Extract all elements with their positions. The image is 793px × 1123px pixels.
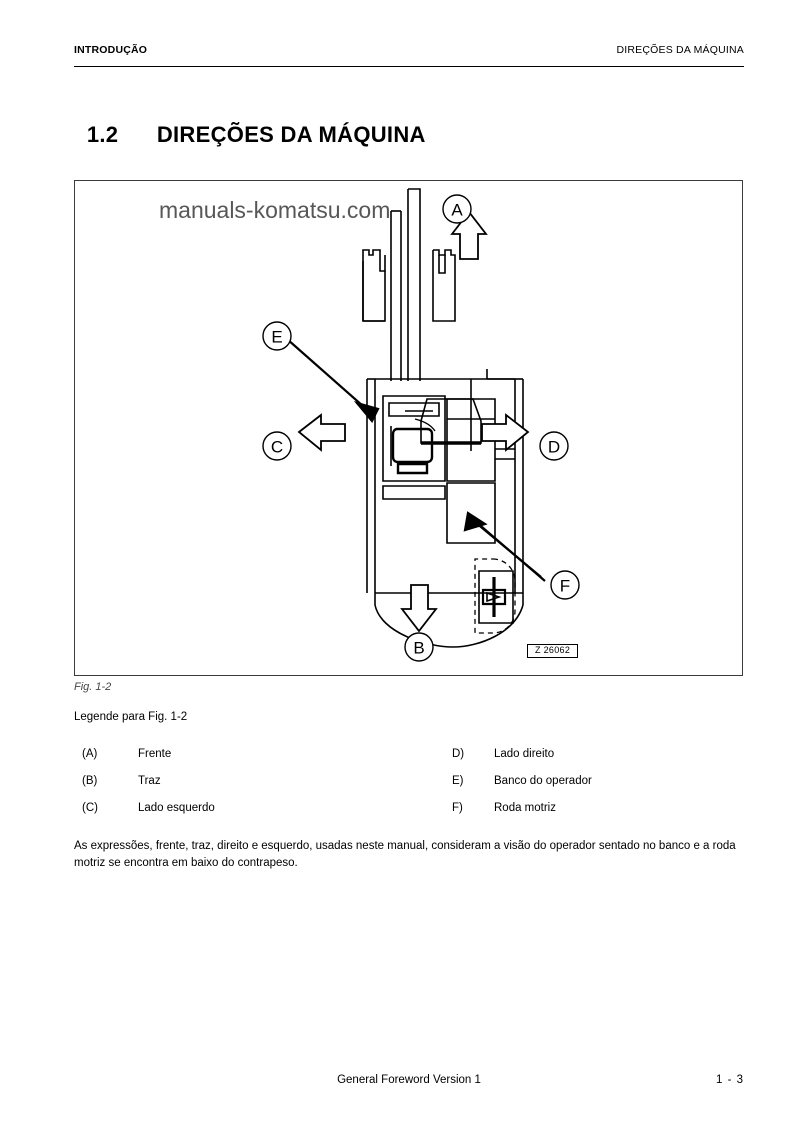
watermark-text: manuals-komatsu.com <box>159 197 391 223</box>
figure-container: manuals-komatsu.com <box>74 180 743 676</box>
leader-line-seat <box>286 338 380 423</box>
callout-circle-B <box>404 632 434 662</box>
legend-key: (B) <box>82 775 98 787</box>
callout-circle-E <box>262 321 292 351</box>
page-footer: General Foreword Version 1 1 - 3 <box>74 1074 744 1090</box>
legend-key: F) <box>452 802 463 814</box>
section-title-text: DIREÇÕES DA MÁQUINA <box>156 122 426 147</box>
callout-label-E: E <box>271 328 282 347</box>
table-row: (B) Traz E) Banco do operador <box>74 775 744 802</box>
legend-value: Lado esquerdo <box>138 802 215 814</box>
page-title: 1.2 DIREÇÕES DA MÁQUINA <box>74 96 426 148</box>
callout-label-C: C <box>271 438 283 457</box>
mast-base <box>420 398 482 445</box>
legend-table: (A) Frente D) Lado direito (B) Traz E) B… <box>74 748 744 829</box>
legend-value: Lado direito <box>494 748 555 760</box>
footer-document-title: General Foreword Version 1 <box>337 1074 481 1086</box>
arrow-down-rear <box>400 584 438 633</box>
callout-label-A: A <box>451 201 463 220</box>
legend-key: (C) <box>82 802 98 814</box>
machine-body <box>366 369 524 648</box>
arrow-up-front <box>450 210 488 260</box>
callout-label-B: B <box>413 639 424 658</box>
legend-value: Traz <box>138 775 161 787</box>
drawing-reference-code: Z 26062 <box>527 644 579 658</box>
footer-page-number: 1 - 3 <box>715 1074 744 1086</box>
centre-console <box>446 398 496 482</box>
callout-label-F: F <box>560 577 570 596</box>
legend-value: Banco do operador <box>494 775 592 787</box>
mast-assembly <box>390 188 421 381</box>
header-divider-rule <box>74 66 744 67</box>
table-row: (A) Frente D) Lado direito <box>74 748 744 775</box>
legend-value: Frente <box>138 748 172 760</box>
callout-circle-F <box>550 570 580 600</box>
arrow-right-side <box>481 413 530 452</box>
callout-circle-D <box>539 431 569 461</box>
legend-heading: Legende para Fig. 1-2 <box>74 711 188 723</box>
callout-circle-A <box>442 194 472 224</box>
legend-value: Roda motriz <box>494 802 556 814</box>
legend-key: E) <box>452 775 464 787</box>
legend-key: D) <box>452 748 465 760</box>
section-number: 1.2 <box>86 122 119 147</box>
seat-backrest-hint <box>414 418 436 432</box>
callout-label-D: D <box>548 438 560 457</box>
arrow-left-side <box>297 413 346 452</box>
figure-caption: Fig. 1-2 <box>74 681 112 693</box>
deck-plates <box>382 448 515 544</box>
machine-direction-diagram: A B C D E F <box>262 188 580 662</box>
operator-seat <box>391 427 434 475</box>
header-left-title: INTRODUÇÃO <box>74 44 148 56</box>
legend-key: (A) <box>82 748 98 760</box>
operator-compartment <box>382 395 446 482</box>
header-right-title: DIREÇÕES DA MÁQUINA <box>616 44 744 56</box>
table-row: (C) Lado esquerdo F) Roda motriz <box>74 802 744 829</box>
drive-wheel <box>474 558 516 634</box>
leader-line-drive-wheel-2 <box>474 521 542 578</box>
body-paragraph: As expressões, frente, traz, direito e e… <box>74 840 736 869</box>
callout-circle-C <box>262 431 292 461</box>
page-header: INTRODUÇÃO DIREÇÕES DA MÁQUINA <box>74 44 744 62</box>
fork-tines <box>362 249 456 322</box>
